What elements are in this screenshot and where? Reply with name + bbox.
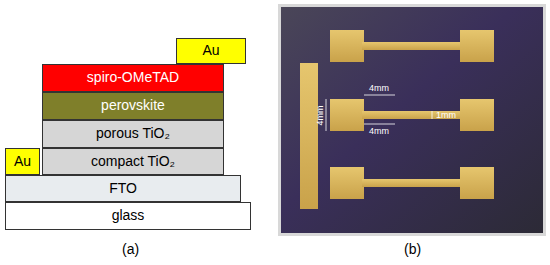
panel-label: (b): [404, 242, 421, 256]
layer-label: glass: [112, 208, 145, 223]
substrate-layer: glass: [5, 202, 251, 230]
layer-label: Au: [14, 154, 31, 169]
layer-label: porous TiO₂: [96, 126, 170, 141]
device-photo: [278, 4, 546, 236]
scaffold-layer: porous TiO₂: [42, 120, 224, 148]
electrode-layer: Au: [5, 148, 40, 175]
conductive-layer: FTO: [5, 175, 241, 202]
absorber-layer: perovskite: [42, 92, 224, 120]
panel-label: (a): [122, 242, 139, 256]
layer-label: FTO: [109, 181, 137, 196]
layer-label: compact TiO₂: [91, 154, 175, 169]
layer-label: Au: [202, 43, 219, 58]
blocking-layer: compact TiO₂: [42, 148, 224, 175]
layer-label: perovskite: [101, 98, 165, 113]
dimension-label: 4mm: [369, 84, 389, 93]
layer-label: spiro-OMeTAD: [87, 70, 179, 85]
dimension-label: 1mm: [436, 111, 456, 120]
dimension-label: 4mm: [316, 106, 325, 126]
electrode-layer: Au: [176, 38, 246, 64]
hole-transport-layer: spiro-OMeTAD: [42, 64, 224, 92]
dimension-label: 4mm: [369, 127, 389, 136]
